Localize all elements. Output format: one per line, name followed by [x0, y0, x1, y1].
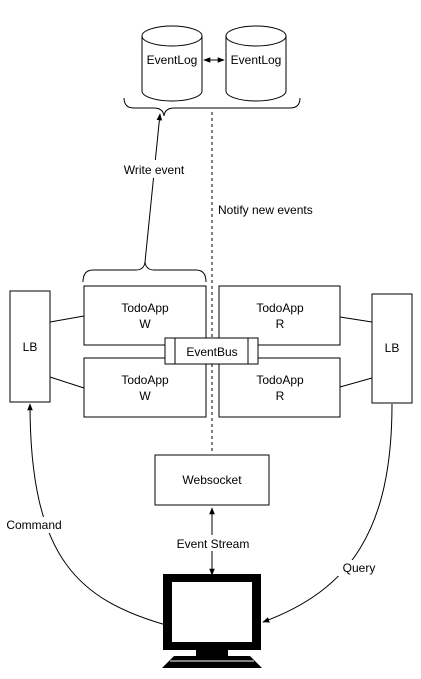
write-event-label: Write event	[124, 163, 185, 177]
writers-brace	[82, 261, 207, 283]
load-balancer-left: LB	[9, 290, 51, 403]
event-bus: EventBus	[164, 337, 259, 365]
query-arrow	[262, 403, 393, 623]
lb-label: LB	[385, 341, 400, 355]
command-label: Command	[6, 518, 61, 532]
todo-app-role: W	[139, 389, 151, 403]
event-stream-label: Event Stream	[177, 537, 250, 551]
todo-app-name: TodoApp	[121, 373, 169, 387]
todo-app-writer-2: TodoApp W	[83, 357, 207, 418]
todo-app-role: R	[276, 389, 285, 403]
event-log-label: EventLog	[231, 53, 282, 67]
event-log-label: EventLog	[147, 53, 198, 67]
event-log-brace	[123, 97, 301, 117]
lb-left-connector	[49, 315, 85, 323]
load-balancer-right: LB	[371, 293, 413, 404]
todo-app-name: TodoApp	[121, 301, 169, 315]
lb-right-connector	[339, 377, 373, 388]
notify-new-events-label: Notify new events	[218, 203, 313, 217]
todo-app-role: W	[139, 317, 151, 331]
event-bus-label: EventBus	[186, 345, 237, 359]
event-log-db-1: EventLog	[141, 25, 203, 102]
command-arrow	[27, 403, 167, 626]
todo-app-writer-1: TodoApp W	[83, 285, 207, 346]
todo-app-reader-1: TodoApp R	[218, 285, 341, 346]
write-event-arrow	[144, 113, 163, 263]
lb-right-connector	[339, 316, 373, 323]
monitor-icon	[162, 574, 262, 668]
lb-left-connector	[49, 376, 85, 389]
query-label: Query	[343, 561, 376, 575]
lb-label: LB	[23, 340, 38, 354]
todo-app-reader-2: TodoApp R	[218, 357, 341, 418]
event-log-db-2: EventLog	[225, 25, 287, 102]
todo-app-role: R	[276, 317, 285, 331]
websocket-box: Websocket	[154, 454, 270, 506]
todo-app-name: TodoApp	[256, 373, 304, 387]
todo-app-name: TodoApp	[256, 301, 304, 315]
websocket-label: Websocket	[182, 473, 242, 487]
